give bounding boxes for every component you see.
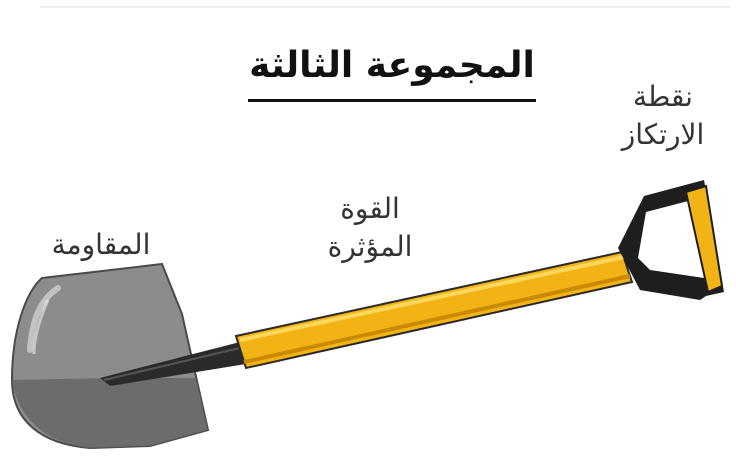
effort-label-line-1: القوة bbox=[340, 192, 400, 225]
fulcrum-label: نقطة الارتكاز bbox=[598, 78, 728, 154]
effort-label-line-2: المؤثرة bbox=[327, 230, 413, 263]
effort-label: القوة المؤثرة bbox=[300, 190, 440, 266]
page-title: المجموعة الثالثة bbox=[249, 45, 535, 86]
shovel-blade bbox=[10, 262, 210, 450]
shovel-socket bbox=[100, 342, 246, 386]
shovel-grip bbox=[618, 180, 724, 300]
fulcrum-label-line-2: الارتكاز bbox=[621, 118, 705, 151]
shovel-handle bbox=[234, 250, 634, 370]
top-divider bbox=[40, 6, 730, 8]
title-underline bbox=[248, 99, 536, 102]
resistance-label: المقاومة bbox=[51, 228, 151, 261]
fulcrum-label-line-1: نقطة bbox=[633, 80, 693, 113]
